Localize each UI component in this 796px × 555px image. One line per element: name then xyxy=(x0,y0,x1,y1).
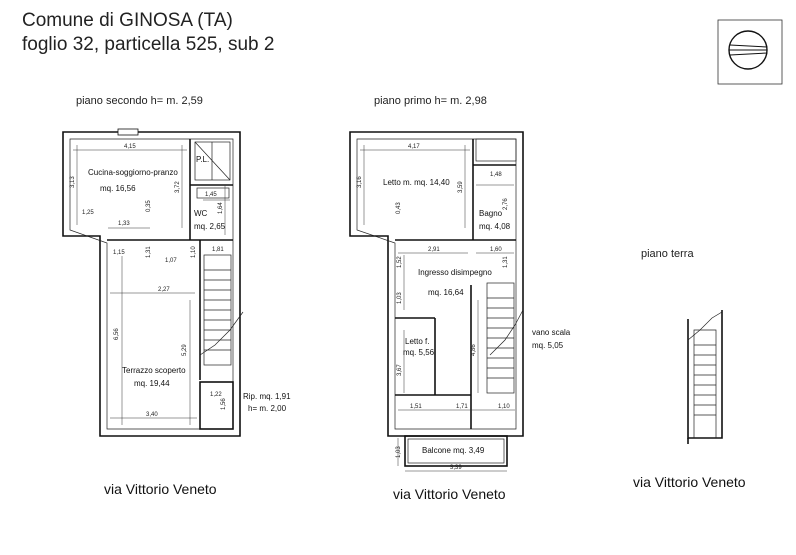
room-wc-area: mq. 2,65 xyxy=(194,222,226,231)
second-floor-stairs xyxy=(199,254,244,366)
dim-label: 1,52 xyxy=(397,256,403,268)
room-pl-label: P.L. xyxy=(196,155,209,164)
dim-label: 1,10 xyxy=(191,246,197,258)
room-hall-name: Ingresso disimpegno xyxy=(418,268,492,277)
dim-label: 1,22 xyxy=(210,392,222,398)
room-balcony: Balcone mq. 3,49 xyxy=(422,446,485,455)
room-wc-name: WC xyxy=(194,209,208,218)
dim-label: 2,91 xyxy=(428,247,440,253)
second-floor-street: via Vittorio Veneto xyxy=(104,481,217,497)
dim-label: 5,29 xyxy=(182,344,188,356)
room-rip-height: h= m. 2,00 xyxy=(248,404,287,413)
dim-label: 4,17 xyxy=(408,144,420,150)
dim-label: 1,15 xyxy=(113,250,125,256)
second-floor-title: piano secondo h= m. 2,59 xyxy=(76,95,203,107)
dim-label: 1,60 xyxy=(490,247,502,253)
room-bed2-name: Letto f. xyxy=(405,337,429,346)
second-floor-plan xyxy=(62,128,244,437)
dim-label: 1,45 xyxy=(205,192,217,198)
room-bath-name: Bagno xyxy=(479,209,503,218)
header-parcel: foglio 32, particella 525, sub 2 xyxy=(22,34,275,55)
dim-label: 1,51 xyxy=(410,404,422,410)
room-stair-area: mq. 5,05 xyxy=(532,341,564,350)
room-stair-name: vano scala xyxy=(532,328,571,337)
dim-label: 0,35 xyxy=(146,200,152,212)
dim-label: 1,03 xyxy=(396,446,402,458)
dim-label: 1,71 xyxy=(456,404,468,410)
first-floor-plan xyxy=(349,131,524,472)
first-floor-outer-wall xyxy=(349,131,524,437)
dim-label: 1,64 xyxy=(218,202,224,214)
dim-label: 1,33 xyxy=(118,221,130,227)
room-kitchen-name: Cucina-soggiorno-pranzo xyxy=(88,168,178,177)
ground-floor-plan xyxy=(687,310,723,444)
dim-label: 1,31 xyxy=(146,246,152,258)
dim-label: 1,56 xyxy=(221,398,227,410)
dim-label: 1,48 xyxy=(490,172,502,178)
dim-label: 1,03 xyxy=(397,292,403,304)
second-floor-outer-wall xyxy=(62,131,241,437)
dim-label: 1,10 xyxy=(498,404,510,410)
dim-label: 1,07 xyxy=(165,258,177,264)
first-floor-street: via Vittorio Veneto xyxy=(393,486,506,502)
room-bed2-area: mq. 5,56 xyxy=(403,348,435,357)
dim-label: 0,43 xyxy=(396,202,402,214)
dim-label: 2,76 xyxy=(503,198,509,210)
dim-label: 3,40 xyxy=(146,412,158,418)
dim-label: 3,67 xyxy=(397,364,403,376)
dim-label: 1,81 xyxy=(212,247,224,253)
first-floor-title: piano primo h= m. 2,98 xyxy=(374,95,487,107)
ground-floor-title: piano terra xyxy=(641,248,694,260)
room-bed1-name: Letto m. mq. 14,40 xyxy=(383,178,450,187)
dim-label: 6,56 xyxy=(114,328,120,340)
dim-label: 3,59 xyxy=(458,181,464,193)
dim-label: 4,15 xyxy=(124,144,136,150)
room-hall-area: mq. 16,64 xyxy=(428,288,464,297)
header-municipality: Comune di GINOSA (TA) xyxy=(22,10,233,31)
room-bath-area: mq. 4,08 xyxy=(479,222,511,231)
dim-label: 2,27 xyxy=(158,287,170,293)
dim-label: 3,72 xyxy=(175,181,181,193)
room-terrace-name: Terrazzo scoperto xyxy=(122,366,186,375)
room-terrace-area: mq. 19,44 xyxy=(134,379,170,388)
dim-label: 3,13 xyxy=(70,176,76,188)
first-floor-stairs xyxy=(486,282,524,394)
dim-label: 1,31 xyxy=(503,256,509,268)
dim-label: 4,86 xyxy=(471,344,477,356)
room-kitchen-area: mq. 16,56 xyxy=(100,184,136,193)
ground-floor-street: via Vittorio Veneto xyxy=(633,474,746,490)
dim-label: 3,39 xyxy=(450,465,462,471)
dim-label: 1,25 xyxy=(82,210,94,216)
room-rip-area: Rip. mq. 1,91 xyxy=(243,392,291,401)
dim-label: 3,16 xyxy=(357,176,363,188)
north-arrow-icon xyxy=(717,19,783,85)
